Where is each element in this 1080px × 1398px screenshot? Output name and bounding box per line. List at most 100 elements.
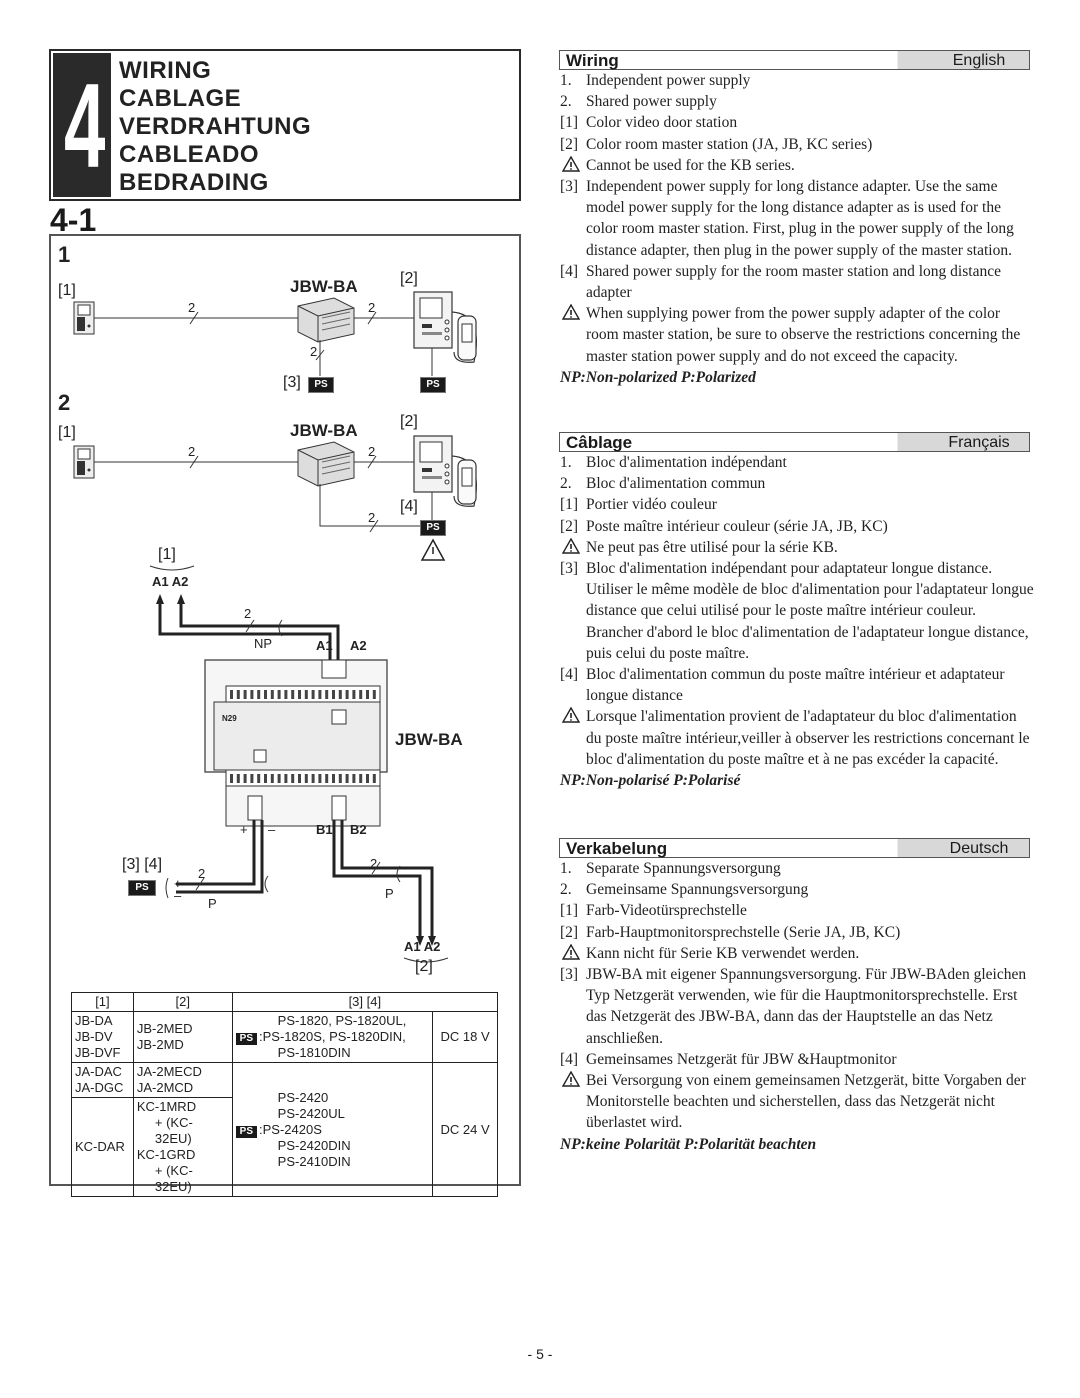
label-door-station: [1] xyxy=(58,282,76,299)
vent-slot xyxy=(230,690,233,699)
label-master-station: [2] xyxy=(400,413,418,430)
list-item: [1]Portier vidéo couleur xyxy=(560,494,1035,515)
voltage: DC 18 V xyxy=(432,1011,498,1063)
list-item: [3]Bloc d'alimentation indépendant pour … xyxy=(560,558,1035,664)
list-item: [3]JBW-BA mit eigener Spannungsversorgun… xyxy=(560,964,1035,1049)
table-row: KC-DAR KC-1MRD + (KC-32EU) KC-1GRD + (KC… xyxy=(71,1097,498,1197)
ps-model: PS-1820, PS-1820UL, xyxy=(277,1013,407,1028)
vent-slot xyxy=(250,690,254,699)
item-key: 2. xyxy=(560,93,572,111)
power-supply-badge: PS xyxy=(308,377,334,393)
model-master: JB-2MD xyxy=(136,1037,184,1052)
list-item: [2]Poste maître intérieur couleur (série… xyxy=(560,516,1035,537)
label-door-station: [1] xyxy=(158,546,176,563)
vent-slot xyxy=(352,690,356,699)
model-door: JB-DVF xyxy=(75,1045,121,1060)
voltage: DC 24 V xyxy=(432,1062,498,1197)
label-master-station: [2] xyxy=(400,270,418,287)
section-bar-english: Wiring English xyxy=(559,50,1030,70)
chapter-number: 4 xyxy=(64,59,106,193)
terminal-a1a2: A1 A2 xyxy=(404,939,441,954)
warning-icon xyxy=(562,303,580,324)
vent-slot xyxy=(243,774,247,783)
title-wiring: WIRING xyxy=(119,57,212,84)
item-text: Color video door station xyxy=(586,114,738,132)
warning-icon xyxy=(562,155,580,176)
model-master: JA-2MCD xyxy=(136,1080,194,1095)
model-option: + (KC-32EU) xyxy=(154,1163,193,1194)
section-title: Verkabelung xyxy=(566,839,668,858)
warning-icon xyxy=(562,1070,580,1091)
list-item: [2]Color room master station (JA, JB, KC… xyxy=(560,134,1035,155)
item-text: Kann nicht für Serie KB verwendet werden… xyxy=(586,944,860,962)
ps-plus: + xyxy=(174,876,182,891)
ps-minus: – xyxy=(174,888,182,903)
polarized-label: P xyxy=(208,896,217,911)
ps-model: PS-2420UL xyxy=(277,1105,345,1121)
item-key: [2] xyxy=(560,923,579,941)
polarized-label: P xyxy=(385,886,394,901)
table-header: [3] [4] xyxy=(231,992,499,1012)
vent-slot xyxy=(291,774,295,783)
list-item: 1.Independent power supply xyxy=(560,70,1035,91)
vent-slot xyxy=(304,690,308,699)
list-item: [1]Color video door station xyxy=(560,112,1035,133)
compatibility-table: [1] [2] [3] [4] JB-DA JB-DV JB-DVF JB-2M… xyxy=(71,992,499,1197)
list-item: 2.Bloc d'alimentation commun xyxy=(560,473,1035,494)
wire-count: 2 xyxy=(188,300,196,315)
item-text: Cannot be used for the KB series. xyxy=(586,156,795,174)
item-text: Separate Spannungsversorgung xyxy=(586,860,781,877)
item-key: 2. xyxy=(560,881,572,899)
vent-slot xyxy=(264,690,267,699)
vent-slot xyxy=(366,690,369,699)
vent-slot xyxy=(345,774,349,783)
language-label: English xyxy=(952,52,1006,69)
model-master: JB-2MED xyxy=(136,1021,193,1036)
vent-slot xyxy=(270,690,274,699)
vent-slot xyxy=(264,774,267,783)
item-text: Bloc d'alimentation indépendant xyxy=(586,454,787,471)
vent-slot xyxy=(311,774,315,783)
item-key: 1. xyxy=(560,860,572,877)
ps-badge: PS xyxy=(235,1033,258,1045)
item-key: [3] xyxy=(560,178,579,196)
title-cablage: CABLAGE xyxy=(119,85,242,112)
ps-model: PS-2420DIN xyxy=(277,1137,351,1153)
vent-slot xyxy=(359,774,363,783)
wire-count: 2 xyxy=(368,444,376,459)
vent-slot xyxy=(372,690,376,699)
list-item: [3]Independent power supply for long dis… xyxy=(560,176,1035,261)
vent-slot xyxy=(359,690,363,699)
vent-slot xyxy=(338,774,342,783)
list-item: [4]Gemeinsames Netzgerät für JBW &Hauptm… xyxy=(560,1049,1035,1070)
terminal-plus: + xyxy=(240,822,248,837)
section-title: Wiring xyxy=(566,51,619,70)
wire-count: 2 xyxy=(198,866,206,881)
section-number: 4-1 xyxy=(50,202,97,238)
model-door: JA-DGC xyxy=(75,1080,124,1095)
wire-count: 2 xyxy=(370,856,378,871)
polarity-note: NP:keine Polarität P:Polarität beachten xyxy=(560,1135,817,1153)
power-supply-badge: PS xyxy=(128,880,156,896)
vent-slot xyxy=(332,690,335,699)
vent-slot xyxy=(311,690,315,699)
table-header: [2] xyxy=(132,992,233,1012)
language-label: Français xyxy=(948,434,1010,451)
label-door-station: [1] xyxy=(58,424,76,441)
item-text: Gemeinsame Spannungsversorgung xyxy=(586,881,809,899)
ps-model: PS-1810DIN xyxy=(277,1045,351,1060)
vent-slot xyxy=(236,690,240,699)
vent-slot xyxy=(318,774,322,783)
polarity-note: NP:Non-polarized P:Polarized xyxy=(560,368,756,386)
model-door: KC-DAR xyxy=(71,1097,134,1197)
vent-slot xyxy=(284,774,288,783)
label-jbw-ba: JBW-BA xyxy=(395,730,463,749)
terminal-a1: A1 xyxy=(316,638,333,653)
item-text: Farb-Hauptmonitorsprechstelle (Serie JA,… xyxy=(586,923,901,941)
vent-slot xyxy=(291,690,295,699)
power-supply-badge: PS xyxy=(420,520,446,536)
vent-slot xyxy=(257,774,261,783)
label-ps-ref: [3] [4] xyxy=(122,856,163,873)
